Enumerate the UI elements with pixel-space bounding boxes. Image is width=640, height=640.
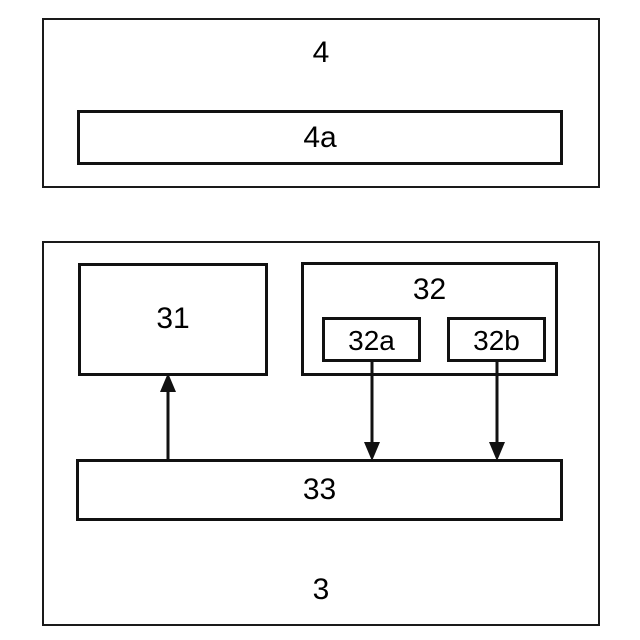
block-3-label: 3 <box>312 573 330 606</box>
block-32b-label: 32b <box>473 325 520 356</box>
block-4-label: 4 <box>312 36 330 69</box>
block-31-box <box>78 263 268 376</box>
block-33-label: 33 <box>302 473 337 506</box>
block-32a-box <box>322 317 421 362</box>
block-32a-label: 32a <box>348 325 395 356</box>
block-4a-box <box>77 110 563 165</box>
block-32-label: 32 <box>412 273 447 306</box>
block-33-box <box>76 459 563 521</box>
block-31-label: 31 <box>156 302 190 335</box>
block-32b-box <box>447 317 546 362</box>
block-4a-label: 4a <box>303 121 337 154</box>
